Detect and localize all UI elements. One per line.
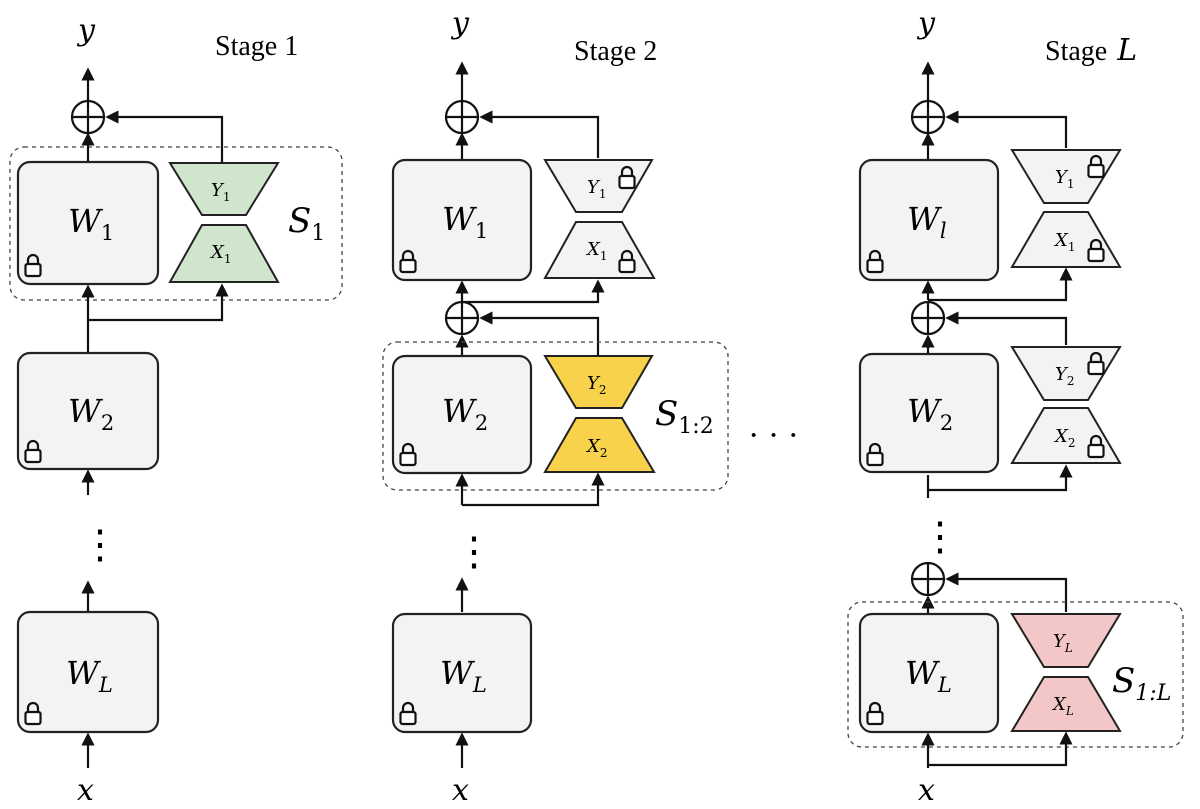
svg-text:W1: W1 — [442, 200, 488, 243]
stage-2: Stage 2 y W1 Y1 X1 S1:2 W2 Y2 X — [382, 6, 729, 808]
stage-l-vertical-ellipsis: ⋮ — [920, 514, 960, 559]
stage-1: Stage 1 y S1 W1 Y1 X1 W2 ⋮ WL — [9, 13, 343, 808]
svg-text:XL: XL — [1051, 694, 1074, 718]
svg-text:X1: X1 — [209, 242, 231, 266]
stage-l-weight-wl-top — [858, 158, 1000, 282]
stage-2-adapter-y1 — [543, 159, 654, 213]
stage-1-trainable-group — [9, 146, 343, 301]
stage-l-adapter-y2 — [1010, 346, 1122, 401]
stage-l-group-label: S1:L — [1112, 661, 1171, 706]
stages-horizontal-ellipsis: · · · — [748, 417, 799, 454]
svg-text:W1: W1 — [68, 202, 114, 245]
svg-text:X2: X2 — [585, 436, 607, 460]
svg-text:WL: WL — [440, 654, 487, 697]
stage-2-output-label: y — [450, 6, 470, 41]
svg-text:Y1: Y1 — [587, 177, 607, 201]
stage-2-vertical-ellipsis: ⋮ — [454, 529, 494, 574]
stage-1-group-label: S1 — [288, 201, 325, 246]
stage-1-vertical-ellipsis: ⋮ — [80, 522, 120, 567]
svg-text:Y2: Y2 — [587, 373, 607, 397]
svg-text:Y2: Y2 — [1055, 364, 1075, 388]
svg-text:W2: W2 — [907, 392, 953, 435]
stage-1-weight-wl — [16, 610, 160, 734]
svg-text:X1: X1 — [585, 239, 607, 263]
stage-l-adapter-y1 — [1010, 149, 1122, 204]
stage-2-title: Stage 2 — [574, 36, 657, 67]
svg-text:WL: WL — [66, 654, 113, 697]
stage-l-weight-wl — [858, 612, 1000, 734]
svg-text:W2: W2 — [68, 392, 114, 435]
stage-1-adapter-x1 — [168, 224, 280, 283]
stage-1-weight-w2 — [16, 351, 160, 471]
stage-1-weight-w1 — [16, 160, 160, 286]
svg-text:Y1: Y1 — [211, 180, 231, 204]
stage-2-adapter-y2 — [543, 355, 654, 409]
stage-2-weight-wl — [391, 612, 533, 734]
svg-text:X1: X1 — [1053, 230, 1075, 254]
stage-2-adapter-x2 — [543, 417, 656, 473]
svg-text:YL: YL — [1053, 631, 1073, 655]
stage-2-weight-w2 — [391, 354, 533, 475]
stage-l-adapter-yl — [1010, 613, 1122, 668]
stage-l-adapter-xl — [1010, 676, 1122, 732]
svg-text:Wl: Wl — [907, 200, 947, 243]
stage-2-group-label: S1:2 — [655, 394, 714, 439]
stage-2-input-label: x — [452, 773, 469, 808]
stage-l-output-label: y — [916, 6, 936, 41]
svg-text:W2: W2 — [442, 392, 488, 435]
stage-l-trainable-group — [847, 601, 1184, 748]
stage-l-input-label: x — [918, 773, 935, 808]
stage-1-title: Stage 1 — [215, 31, 298, 62]
stage-1-input-label: x — [77, 773, 94, 808]
svg-text:Y1: Y1 — [1055, 167, 1075, 191]
stage-l-weight-w2 — [858, 352, 1000, 474]
stage-1-adapter-y1 — [168, 162, 280, 216]
stage-1-output-label: y — [76, 13, 96, 48]
svg-text:X2: X2 — [1053, 426, 1075, 450]
svg-text:WL: WL — [905, 654, 952, 697]
stage-2-weight-w1 — [391, 158, 533, 282]
